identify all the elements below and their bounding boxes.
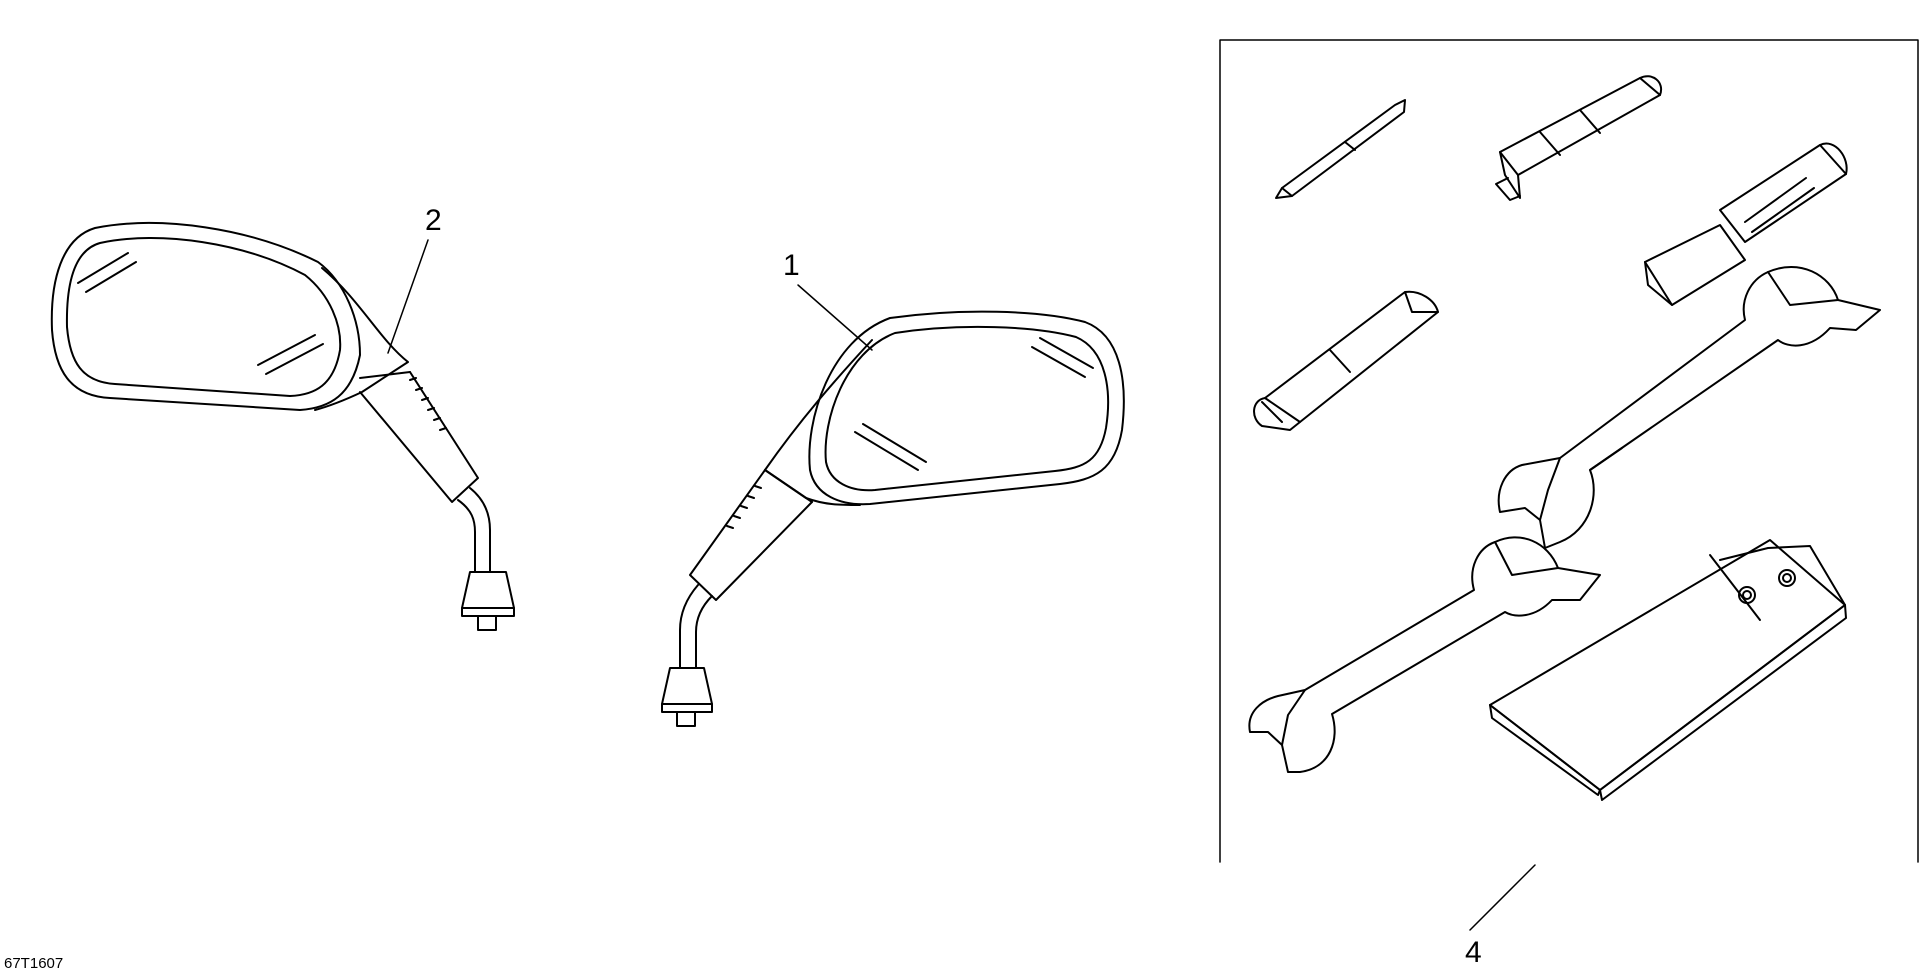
right-mirror-thread	[690, 470, 812, 600]
open-end-wrench-small	[1249, 537, 1600, 772]
left-mirror-thread	[360, 372, 478, 502]
socket-tool	[1496, 76, 1661, 200]
callout-4: 4	[1465, 936, 1482, 969]
leader-line-1	[798, 285, 872, 350]
right-mirror-glass	[826, 327, 1109, 490]
callout-2: 2	[425, 204, 442, 237]
callout-1: 1	[783, 249, 800, 282]
left-mirror-glass	[67, 238, 340, 396]
left-mirror-nut	[462, 572, 514, 608]
pouch-snap-2	[1779, 570, 1795, 586]
right-mirror-nut	[662, 668, 712, 704]
right-mirror-housing	[809, 312, 1123, 505]
left-mirror-neck	[315, 268, 408, 410]
right-mirror-rod	[680, 585, 712, 668]
right-mirror-neck	[765, 340, 872, 505]
tube-wrench	[1254, 292, 1438, 430]
tool-kit	[1220, 40, 1918, 862]
figure-reference: 67T1607	[4, 955, 64, 972]
pick-tool	[1276, 100, 1405, 198]
open-end-wrench-large	[1499, 267, 1880, 548]
tool-pouch	[1490, 540, 1846, 800]
screwdriver-handle	[1645, 144, 1847, 305]
right-mirror	[662, 312, 1124, 726]
leader-line-2	[388, 240, 428, 353]
tool-kit-frame	[1220, 40, 1918, 862]
left-mirror-rod	[458, 488, 490, 572]
left-mirror	[52, 223, 514, 630]
leader-line-4	[1470, 865, 1535, 930]
left-mirror-housing	[52, 223, 360, 410]
